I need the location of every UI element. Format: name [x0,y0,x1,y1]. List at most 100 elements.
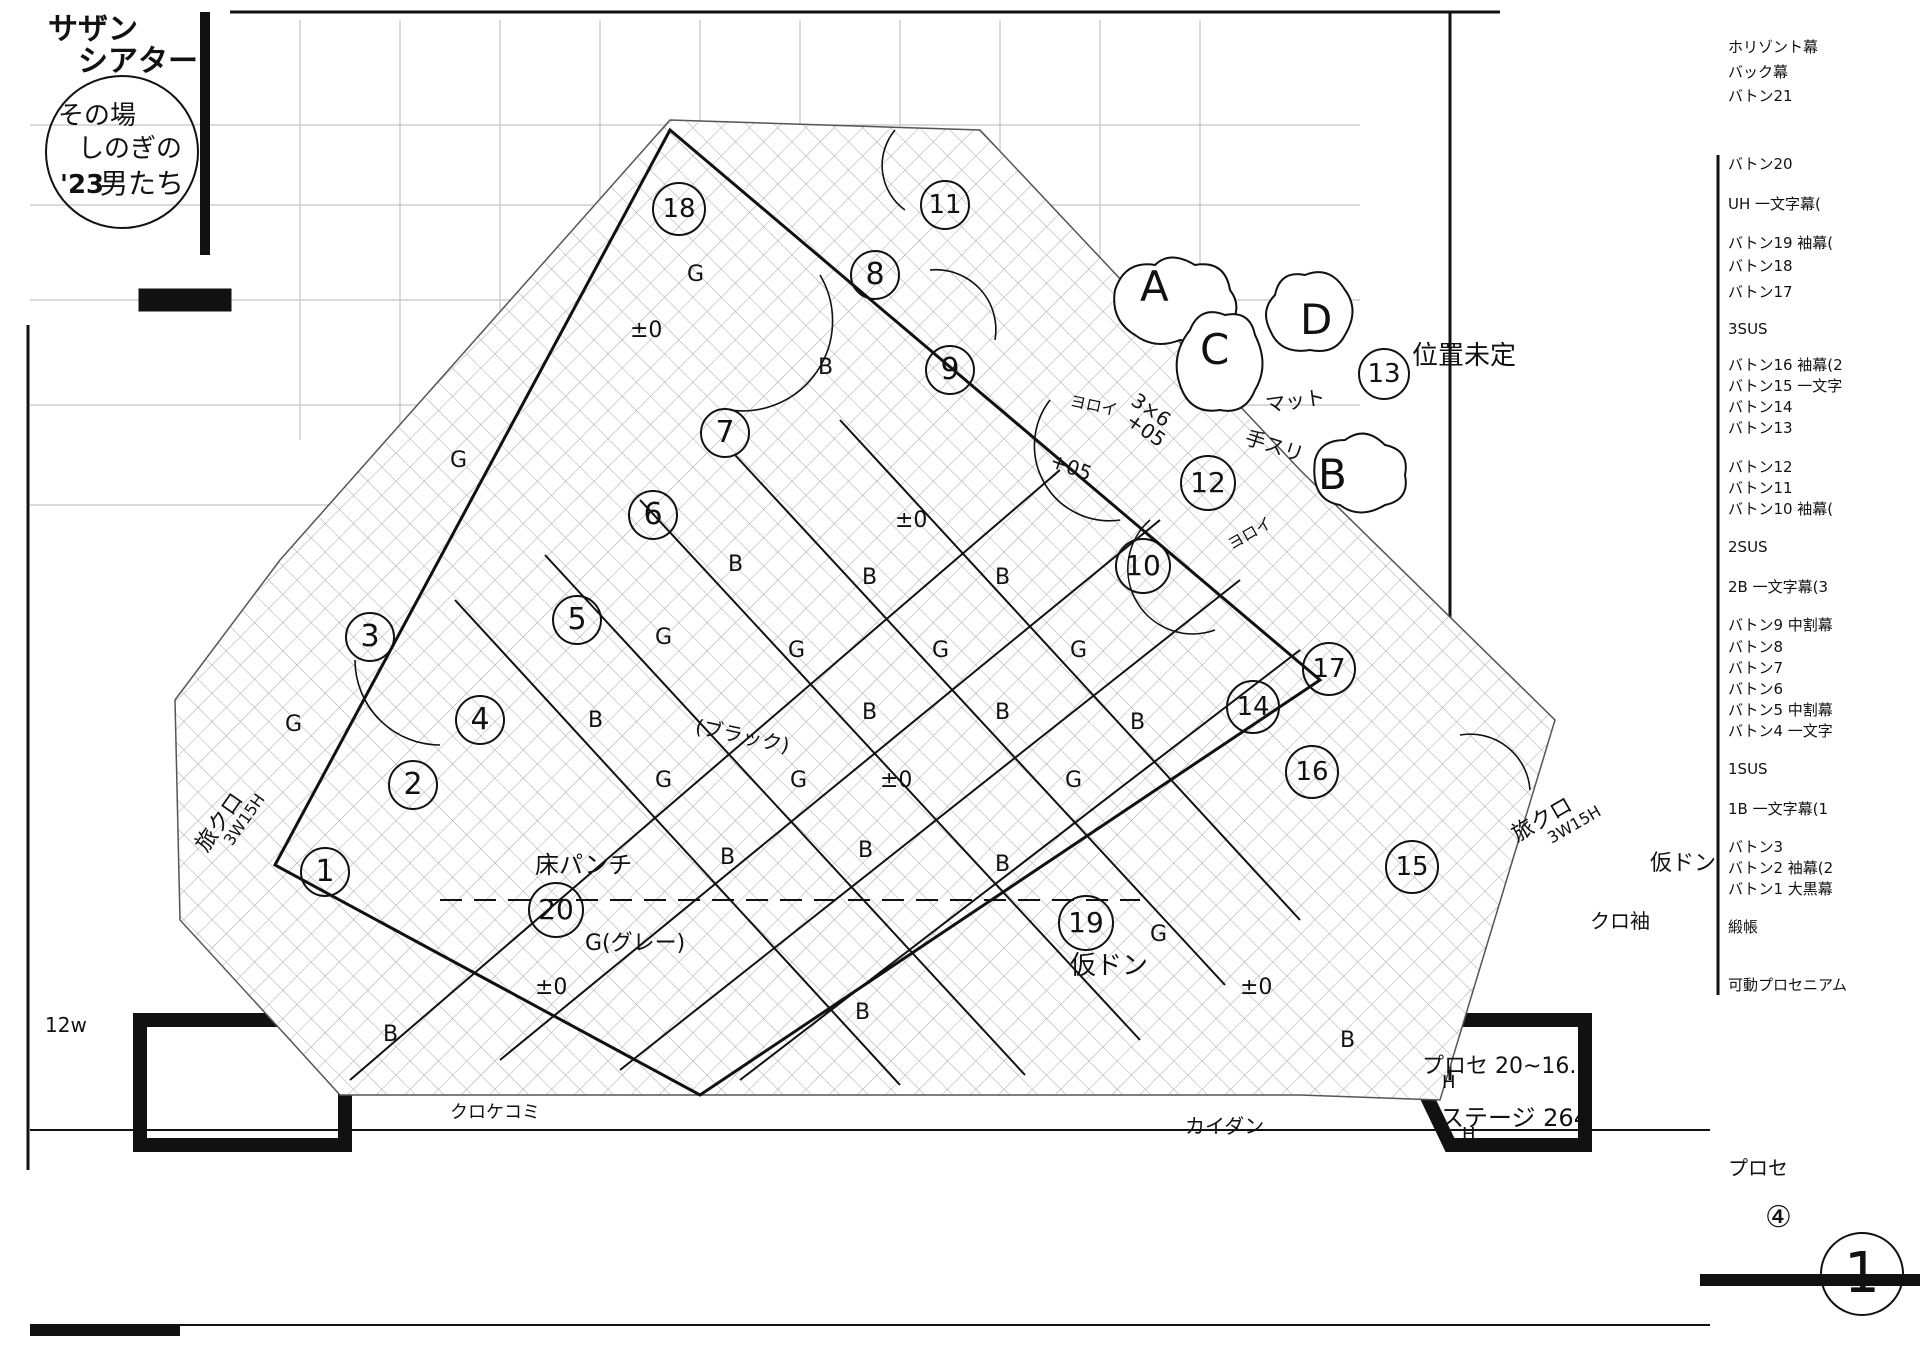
floor-label-b: B [995,852,1011,877]
entrance-14: 14 [1226,680,1280,734]
floor-label-g: G [687,262,705,287]
note-proce-height: プロセ 20~16.6 [1422,1054,1591,1079]
entrance-2: 2 [388,760,438,810]
rigging-item: バトン4 一文字 [1728,722,1833,740]
rigging-item: バトン2 袖幕(2 [1728,859,1834,877]
entrance-12: 12 [1180,455,1236,511]
note-plus05-b: +05 [1047,448,1096,486]
play-title-line3: 男たち [100,167,185,200]
entrance-11: 11 [920,180,970,230]
entrance-6: 6 [628,490,678,540]
rigging-item: バトン15 一文字 [1728,377,1843,395]
tree-shapes [1113,256,1407,514]
rigging-item: ホリゾント幕 [1728,38,1819,56]
rigging-item: バトン5 中割幕 [1728,701,1833,719]
note-handrail: 手スリ [1242,425,1307,467]
entrance-13: 13 [1358,348,1410,400]
rigging-item: バトン1 大黒幕 [1728,880,1833,898]
rigging-item: バトン11 [1728,479,1793,497]
tree-d: D [1300,295,1333,344]
entrance-3: 3 [345,612,395,662]
floor-label-pm0: ±0 [880,768,913,793]
floor-label-b: B [862,565,878,590]
note-stage-height: ステージ 264 [1440,1104,1589,1132]
floor-label-b: B [858,838,874,863]
floor-label-g: G [450,448,468,473]
rigging-item: UH 一文字幕( [1728,195,1821,213]
play-title-line2: しのぎの [78,134,183,164]
floor-label-pm0: ±0 [1240,975,1273,1000]
note-undecided: 位置未定 [1412,341,1517,371]
rigging-item: バトン20 [1728,155,1793,173]
theater-name-line2: シアター [78,44,198,79]
entrance-15: 15 [1385,840,1439,894]
floor-label-b: B [995,700,1011,725]
play-title-line1: その場 [58,101,137,131]
floor-label-b: B [588,708,604,733]
note-temp-door: 仮ドン [1070,951,1149,981]
rigging-item: 緞帳 [1728,918,1759,936]
entrance-10: 10 [1115,538,1171,594]
rigging-item: 2SUS [1728,538,1768,556]
rigging-item: バトン8 [1728,638,1783,656]
rigging-item: バトン3 [1728,838,1783,856]
rigging-item: バトン12 [1728,458,1793,476]
floor-label-b: B [995,565,1011,590]
note-grey: G(グレー) [585,931,686,956]
floor-label-b: B [862,700,878,725]
entrance-18: 18 [652,182,706,236]
rigging-item: バトン6 [1728,680,1783,698]
entrance-9: 9 [925,345,975,395]
rigging-item: バトン17 [1728,283,1793,301]
note-black: (ブラック) [693,714,792,758]
rigging-item: バトン7 [1728,659,1783,677]
floor-label-g: G [790,768,808,793]
theater-name-line1: サザン [48,12,138,47]
note-proce-h: H [1442,1072,1456,1093]
floor-label-b: B [720,845,736,870]
rigging-item: バトン18 [1728,257,1793,275]
floor-label-g: G [1065,768,1083,793]
entrance-4: 4 [455,695,505,745]
floor-label-b: B [383,1022,399,1047]
rigging-item: バトン21 [1728,87,1793,105]
floor-label-b: B [855,1000,871,1025]
entrance-20: 20 [528,882,584,938]
note-yoroi-bottom: ヨロイ [1224,513,1276,554]
entrance-1: 1 [300,847,350,897]
floor-label-b: B [1130,710,1146,735]
note-kaidan: カイダン [1185,1114,1265,1138]
floor-label-g: G [655,625,673,650]
note-kuro-kekomi: クロケコミ [450,1102,540,1123]
rigging-item: バトン14 [1728,398,1793,416]
floor-label-b: B [1340,1028,1356,1053]
floor-label-pm0: ±0 [630,318,663,343]
entrance-17: 17 [1302,642,1356,696]
floor-label-b: B [728,552,744,577]
note-12w: 12w [45,1013,87,1037]
rigging-item: バトン16 袖幕(2 [1728,356,1843,374]
play-year: '23 [60,170,105,200]
entrance-8: 8 [850,250,900,300]
note-mat: マット [1263,384,1327,418]
floor-label-g: G [1150,922,1168,947]
note-floor-panel: 床パンチ [535,851,633,879]
entrance-5: 5 [552,595,602,645]
tree-c: C [1200,325,1230,374]
floor-label-pm0: ±0 [535,975,568,1000]
rigging-item: 2B 一文字幕(3 [1728,578,1828,596]
entrance-19: 19 [1058,895,1114,951]
rigging-item: 1B 一文字幕(1 [1728,800,1828,818]
note-yoroi-top: ヨロイ [1068,391,1120,420]
play-title-circle [45,75,199,229]
rigging-item: バック幕 [1728,63,1789,81]
floor-label-g: G [788,638,806,663]
rigging-item: 可動プロセニアム [1728,976,1847,994]
entrance-7: 7 [700,408,750,458]
rigging-item: バトン10 袖幕( [1728,500,1834,518]
entrance-16: 16 [1285,745,1339,799]
floor-label-g: G [655,768,673,793]
floor-label-pm0: ±0 [895,508,928,533]
